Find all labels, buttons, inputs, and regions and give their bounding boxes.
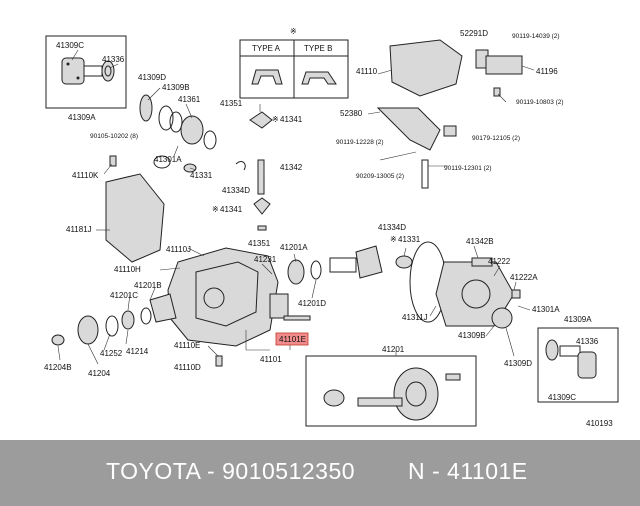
ring-and-pinion-gear: [323, 367, 461, 421]
star-41331-right: ※: [390, 235, 397, 244]
label-41309B-top: 41309B: [162, 83, 190, 92]
rear-differential-mount: [376, 39, 523, 189]
label-90209-13005: 90209-13005 (2): [356, 173, 404, 180]
label-41204: 41204: [88, 369, 111, 378]
label-41331-right: 41331: [398, 235, 421, 244]
label-90119-12228: 90119-12228 (2): [336, 139, 384, 146]
label-52380: 52380: [340, 109, 363, 118]
lower-left-flange-parts: [51, 307, 223, 367]
label-41336-top: 41336: [102, 55, 125, 64]
label-90119-12301: 90119-12301 (2): [444, 165, 492, 172]
footer-bar: TOYOTA - 9010512350 N - 41101E: [0, 440, 640, 506]
inset-box-bottom-right: [537, 327, 619, 403]
label-41110K: 41110K: [72, 171, 99, 180]
label-41101: 41101: [260, 355, 282, 364]
leader-lines: [57, 49, 535, 365]
label-41201B: 41201B: [134, 281, 162, 290]
label-41110D: 41110D: [174, 363, 201, 372]
label-41301A-right: 41301A: [532, 305, 560, 314]
legend-star-symbol: ※: [290, 27, 297, 36]
label-41204B: 41204B: [44, 363, 72, 372]
label-90119-14039: 90119-14039 (2): [512, 33, 560, 40]
label-41214: 41214: [126, 347, 149, 356]
label-41201C: 41201C: [110, 291, 138, 300]
differential-case-assembly: [409, 241, 521, 329]
label-41309B-right: 41309B: [458, 331, 486, 340]
label-41231: 41231: [254, 255, 277, 264]
label-41201D: 41201D: [298, 299, 326, 308]
label-41110E: 41110E: [174, 341, 200, 350]
label-41181J: 41181J: [66, 225, 92, 234]
label-41311J: 41311J: [402, 313, 428, 322]
label-41201: 41201: [382, 345, 405, 354]
label-41336-right: 41336: [576, 337, 599, 346]
label-41309A-right: 41309A: [564, 315, 592, 324]
legend-type-a: TYPE A: [252, 44, 281, 53]
label-41252: 41252: [100, 349, 123, 358]
label-90179-12105: 90179-12105 (2): [472, 135, 520, 142]
label-41309D-top: 41309D: [138, 73, 166, 82]
label-41196: 41196: [536, 67, 558, 76]
center-small-parts: [109, 111, 273, 231]
type-a-bracket-shape: [251, 69, 283, 85]
label-41334D-right: 41334D: [378, 223, 406, 232]
star-41341-bottom: ※: [212, 205, 219, 214]
footer-reference-number: N - 41101E: [408, 458, 528, 484]
label-41309A-top: 41309A: [68, 113, 96, 122]
footer-brand-part-number: TOYOTA - 9010512350: [106, 458, 356, 484]
label-41301A-left: 41301A: [154, 155, 182, 164]
label-41222: 41222: [488, 257, 511, 266]
label-41201A-center: 41201A: [280, 243, 308, 252]
label-41341-top: 41341: [280, 115, 303, 124]
label-41309C-right: 41309C: [548, 393, 576, 402]
inset-box-ring-pinion: [305, 355, 477, 427]
label-90119-10803: 90119-10803 (2): [516, 99, 564, 106]
diagram-ref-number: 410193: [586, 419, 613, 428]
label-41110: 41110: [356, 67, 378, 76]
type-b-bracket-shape: [301, 71, 337, 85]
label-41351-top: 41351: [220, 99, 243, 108]
label-41351-bottom: 41351: [248, 239, 271, 248]
label-41331: 41331: [190, 171, 213, 180]
differential-carrier-housing: [149, 247, 279, 347]
star-41341-top: ※: [272, 115, 279, 124]
part-labels: 41309C 41336 41309A 41309D 41309B 41361 …: [44, 27, 613, 428]
label-41101E-highlighted: 41101E: [279, 335, 306, 344]
companion-flange-parts-bottom: [545, 339, 597, 379]
label-90105-10202: 90105-10202 (8): [90, 133, 138, 140]
pinion-shaft-parts: [269, 245, 413, 321]
companion-flange-parts-top: [61, 57, 115, 85]
label-41110J: 41110J: [166, 245, 191, 254]
label-41309D-right: 41309D: [504, 359, 532, 368]
inset-box-top-left: [45, 35, 127, 109]
parts-diagram: 41309C 41336 41309A 41309D 41309B 41361 …: [44, 27, 619, 428]
label-41110H: 41110H: [114, 265, 141, 274]
label-41361: 41361: [178, 95, 201, 104]
legend-type-b: TYPE B: [304, 44, 332, 53]
label-41341-bottom: 41341: [220, 205, 243, 214]
label-41342B: 41342B: [466, 237, 494, 246]
carrier-cover-41181J: [105, 173, 165, 263]
pinion-bearing-parts: [139, 94, 217, 173]
label-41309C-top: 41309C: [56, 41, 84, 50]
label-41222A: 41222A: [510, 273, 538, 282]
label-41342: 41342: [280, 163, 303, 172]
label-41334D-left: 41334D: [222, 186, 250, 195]
label-52291D: 52291D: [460, 29, 488, 38]
highlighted-part-box: [275, 332, 309, 346]
